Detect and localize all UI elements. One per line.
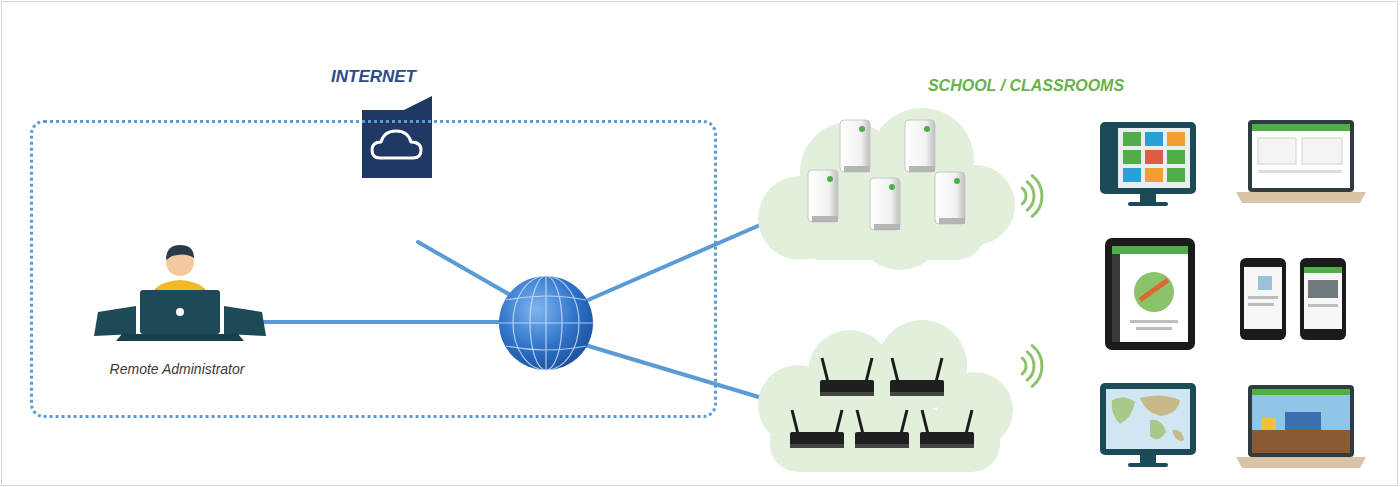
- area-heading: SCHOOL / CLASSROOMS: [928, 77, 1124, 95]
- desktop-monitor-map: [1100, 383, 1196, 467]
- laptop-game: [1236, 385, 1366, 468]
- administrator-caption: Remote Administrator: [110, 361, 245, 377]
- internet-globe: [499, 276, 593, 370]
- cloud-service-icon: [362, 96, 432, 178]
- routers: [790, 358, 974, 448]
- smartphones: [1240, 258, 1346, 340]
- desktop-monitor-apps: [1100, 122, 1196, 206]
- wifi-waves: [1022, 176, 1042, 387]
- access-point-cloud: [758, 108, 1015, 270]
- laptop-dashboard: [1236, 120, 1366, 203]
- administrator-figure: [94, 245, 266, 341]
- region-heading: INTERNET: [33, 67, 714, 87]
- router-cloud: [758, 320, 1013, 472]
- access-points: [808, 120, 965, 230]
- network-links: [255, 225, 762, 398]
- tablet-app: [1105, 238, 1195, 350]
